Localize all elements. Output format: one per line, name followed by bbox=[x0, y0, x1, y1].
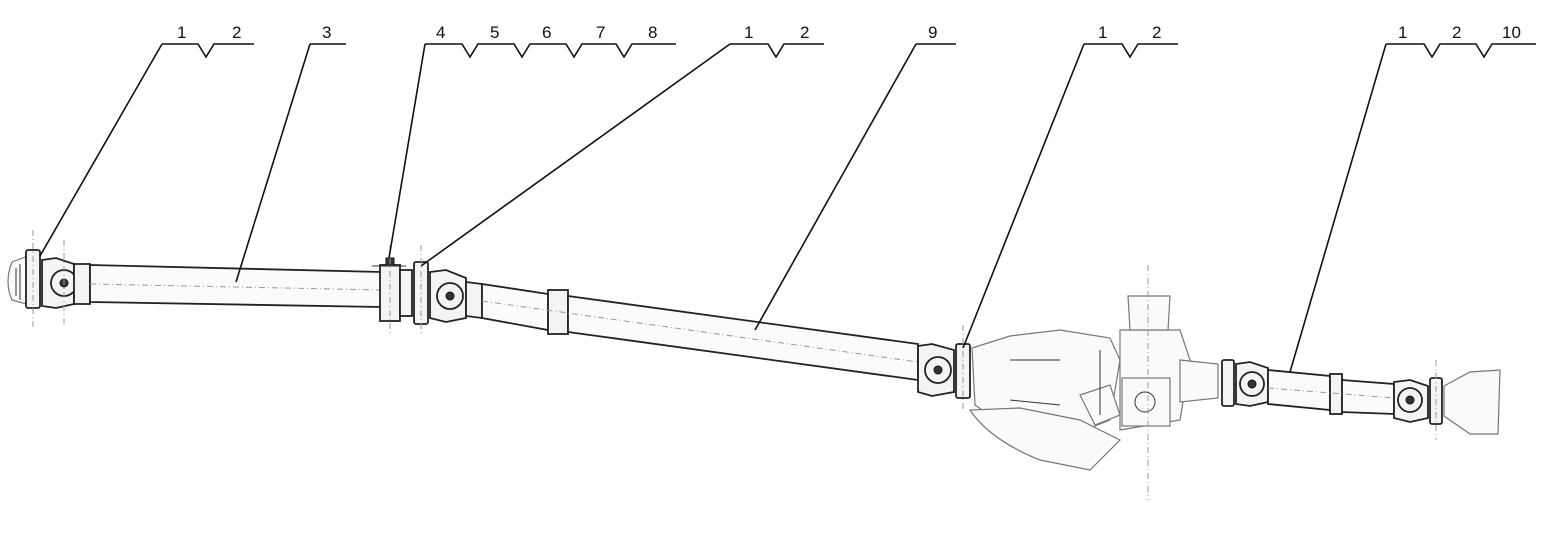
callout-C-number-3: 6 bbox=[542, 23, 551, 42]
universal-joint-right-1 bbox=[917, 325, 971, 410]
callout-G: 1 2 10 bbox=[1289, 23, 1536, 373]
right-axle-end bbox=[1435, 360, 1501, 440]
universal-joint-left bbox=[41, 240, 91, 325]
callout-C-number-4: 7 bbox=[596, 23, 605, 42]
callout-G-number-1: 1 bbox=[1398, 23, 1407, 42]
callout-G-number-3: 10 bbox=[1502, 23, 1521, 42]
callout-B-number-1: 3 bbox=[322, 23, 331, 42]
universal-joint-right-3 bbox=[1393, 377, 1443, 425]
callout-F-number-1: 1 bbox=[1098, 23, 1107, 42]
shaft-3 bbox=[89, 264, 383, 308]
callout-C: 4 5 6 7 8 bbox=[388, 23, 676, 259]
callout-E-number-1: 9 bbox=[928, 23, 937, 42]
callout-C-number-5: 8 bbox=[648, 23, 657, 42]
universal-joint-right-2 bbox=[1221, 359, 1269, 407]
universal-joint-middle bbox=[429, 269, 483, 323]
callout-F: 1 2 bbox=[962, 23, 1178, 349]
callout-A-number-1: 1 bbox=[177, 23, 186, 42]
callout-B: 3 bbox=[235, 23, 346, 283]
callout-A: 1 2 bbox=[39, 23, 254, 257]
callout-D-number-1: 1 bbox=[744, 23, 753, 42]
callout-C-number-1: 4 bbox=[436, 23, 445, 42]
center-bearing bbox=[372, 245, 429, 335]
shaft-9 bbox=[481, 282, 919, 382]
callout-F-number-2: 2 bbox=[1152, 23, 1161, 42]
shaft-10 bbox=[1267, 369, 1395, 415]
transfer-case bbox=[968, 265, 1219, 500]
callout-E: 9 bbox=[754, 23, 956, 331]
callout-C-number-2: 5 bbox=[490, 23, 499, 42]
left-flange-end bbox=[7, 230, 41, 330]
callout-D: 1 2 bbox=[420, 23, 824, 267]
callout-G-number-2: 2 bbox=[1452, 23, 1461, 42]
callout-A-number-2: 2 bbox=[232, 23, 241, 42]
callout-D-number-2: 2 bbox=[800, 23, 809, 42]
